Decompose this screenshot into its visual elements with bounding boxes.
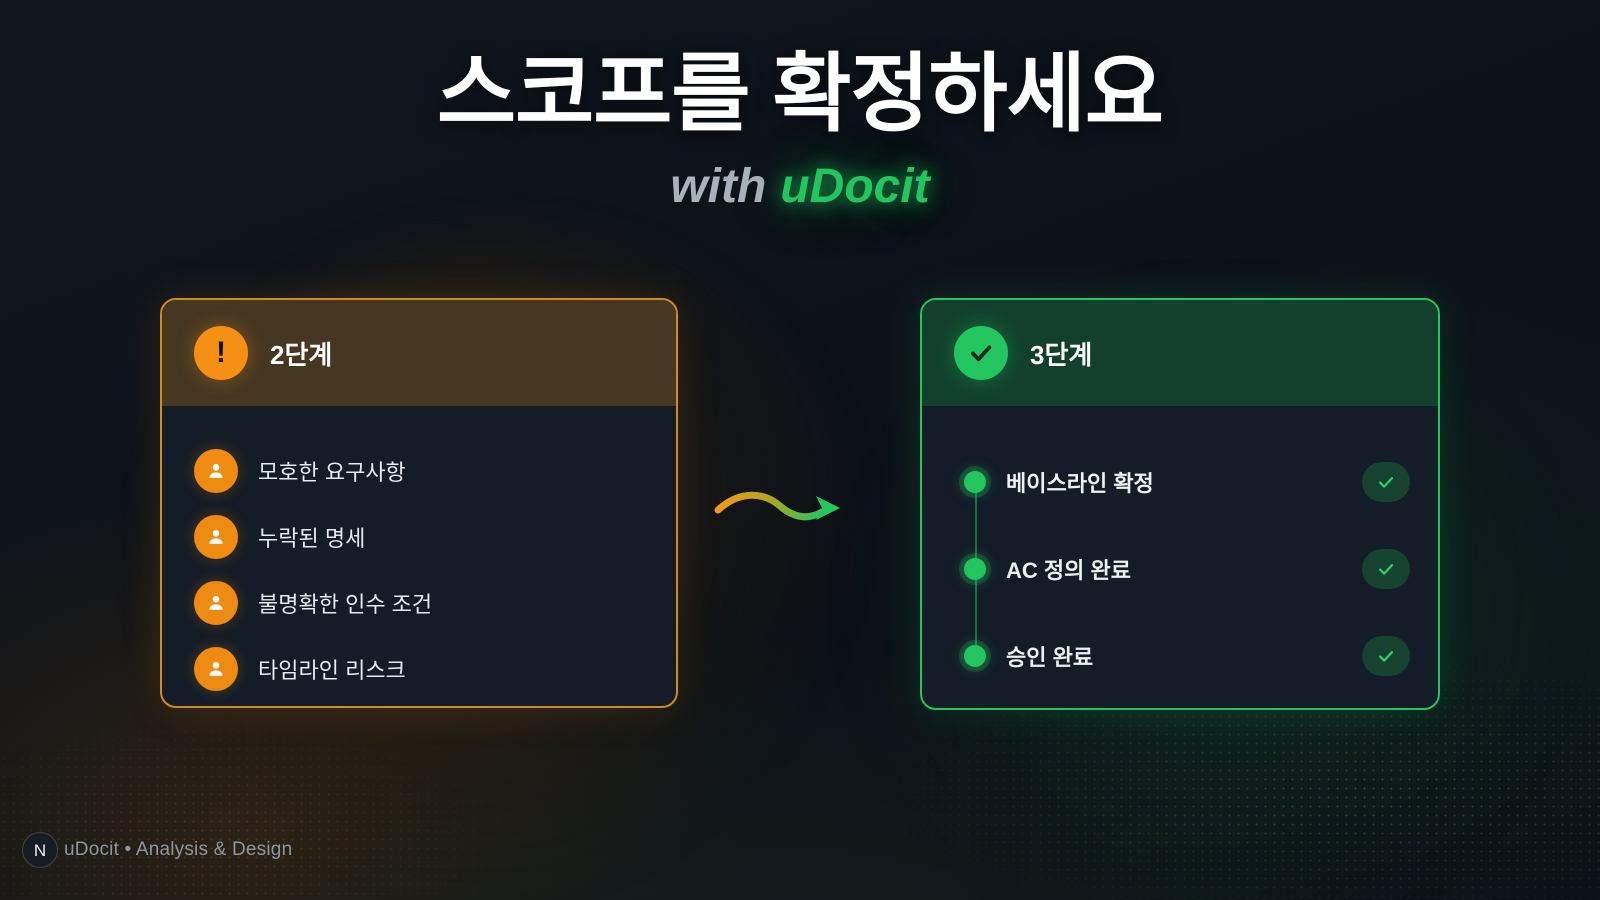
list-item-label: 누락된 명세 — [258, 526, 366, 551]
dot-icon — [964, 470, 986, 493]
footer: N uDocit • Analysis & Design — [22, 832, 292, 868]
user-icon — [194, 515, 238, 559]
list-item[interactable]: 베이스라인 확정 — [954, 438, 1410, 525]
check-circle-icon — [954, 326, 1008, 380]
stage-3-card-header: 3단계 — [922, 300, 1438, 406]
page-title: 스코프를 확정하세요 — [437, 46, 1164, 142]
background-dot-texture-warm-left — [0, 700, 560, 900]
curved-arrow-right-icon — [712, 468, 852, 538]
check-icon — [1362, 548, 1410, 589]
list-item[interactable]: AC 정의 완료 — [954, 525, 1410, 612]
subtitle-brand: uDocit — [780, 160, 930, 214]
list-item[interactable]: 승인 완료 — [954, 612, 1410, 699]
list-item[interactable]: 누락된 명세 — [162, 504, 676, 570]
stage-3-title: 3단계 — [1030, 339, 1093, 370]
check-icon — [1362, 461, 1410, 502]
subtitle-prefix: with — [670, 160, 767, 214]
list-item[interactable]: 모호한 요구사항 — [162, 438, 676, 504]
stage-2-card-body: 모호한 요구사항 누락된 명세 불명확한 인수 조건 — [162, 406, 676, 706]
exclamation-icon: ! — [194, 326, 248, 380]
footer-caption: uDocit • Analysis & Design — [64, 839, 293, 860]
list-item-label: 베이스라인 확정 — [1006, 470, 1154, 496]
stage-3-card[interactable]: 3단계 베이스라인 확정 AC 정의 완료 — [920, 298, 1440, 710]
stage-3-card-body: 베이스라인 확정 AC 정의 완료 승인 완료 — [922, 406, 1438, 708]
brand-logo-icon: N — [22, 832, 58, 868]
user-icon — [194, 449, 238, 493]
user-icon — [194, 647, 238, 691]
list-item-label: 타임라인 리스크 — [258, 658, 406, 683]
list-item[interactable]: 불명확한 인수 조건 — [162, 570, 676, 636]
check-icon — [1362, 635, 1410, 676]
dot-icon — [964, 644, 986, 667]
list-item-label: 불명확한 인수 조건 — [258, 592, 433, 617]
list-item-label: 모호한 요구사항 — [258, 460, 406, 485]
user-icon — [194, 581, 238, 625]
stage-2-card[interactable]: ! 2단계 모호한 요구사항 누락된 명세 — [160, 298, 678, 708]
dot-icon — [964, 557, 986, 580]
brand-logo-letter: N — [33, 840, 47, 860]
list-item-label: 승인 완료 — [1006, 644, 1094, 670]
stage-2-card-header: ! 2단계 — [162, 300, 676, 406]
list-item-label: AC 정의 완료 — [1006, 557, 1131, 583]
stage-2-title: 2단계 — [270, 339, 333, 370]
list-item[interactable]: 타임라인 리스크 — [162, 636, 676, 702]
timeline-list: 베이스라인 확정 AC 정의 완료 승인 완료 — [922, 438, 1438, 699]
exclamation-glyph: ! — [216, 336, 226, 369]
